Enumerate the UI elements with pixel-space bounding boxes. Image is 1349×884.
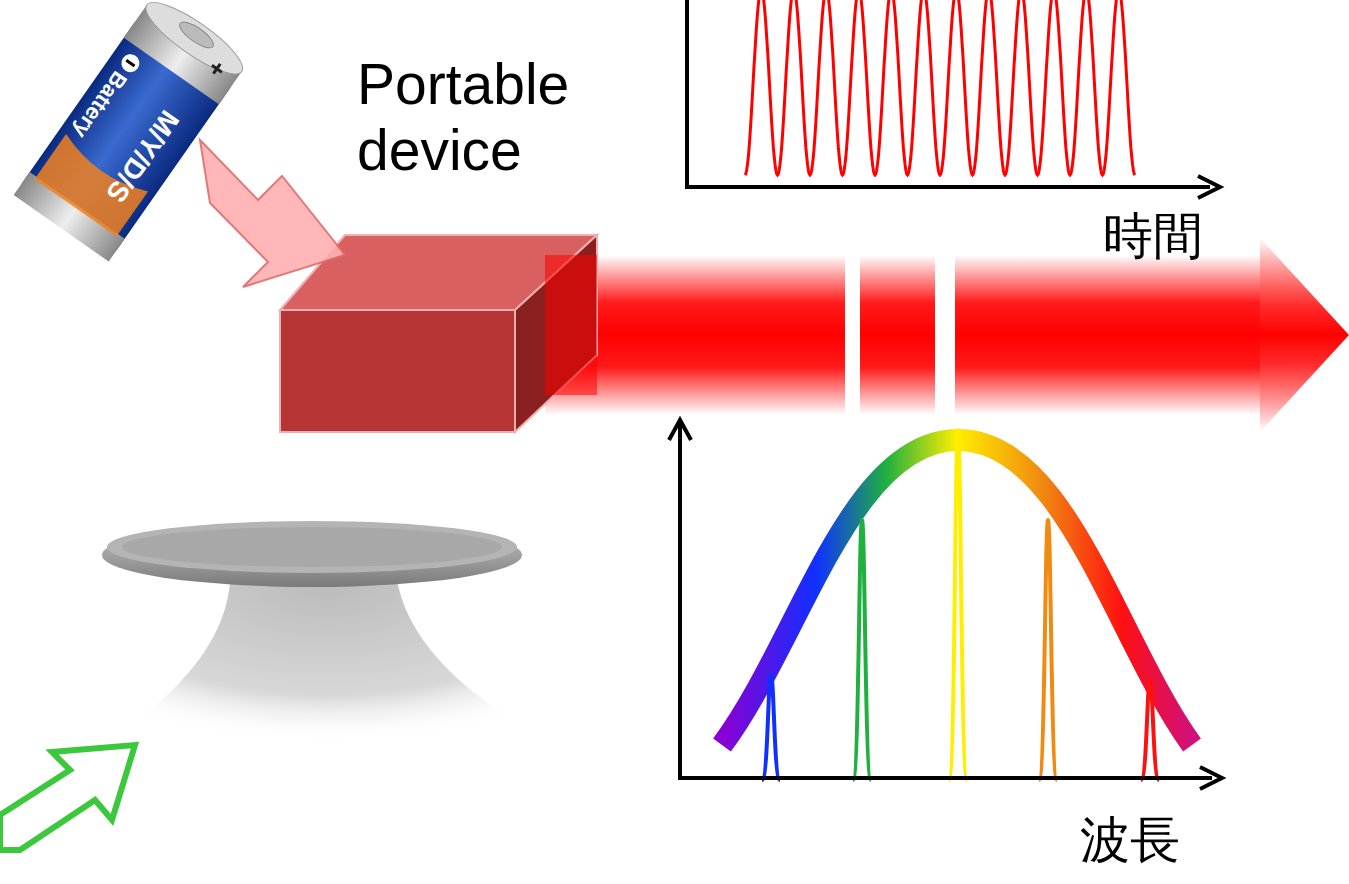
laser-beam xyxy=(545,238,1349,432)
axis xyxy=(678,422,682,780)
lasing-line xyxy=(853,520,871,780)
device-label: Portable device xyxy=(357,52,657,183)
axis xyxy=(678,776,1212,780)
axis-arrow xyxy=(1198,176,1220,198)
microdisk-resonator xyxy=(102,521,550,763)
lasing-line xyxy=(1141,680,1159,780)
battery xyxy=(14,0,251,262)
axis-arrow xyxy=(1200,767,1222,789)
pump-arrow xyxy=(0,745,135,850)
power-arrow xyxy=(200,140,345,287)
lasing-line xyxy=(1039,520,1057,780)
axis-label: 波長 xyxy=(1080,812,1180,870)
time-graph xyxy=(685,0,1220,198)
pulse-train xyxy=(745,0,1135,175)
spectrum-graph xyxy=(669,420,1222,789)
axis-arrow xyxy=(669,420,691,440)
axis-label: 時間 xyxy=(1103,208,1203,266)
device-box xyxy=(280,235,597,432)
axis xyxy=(685,185,1210,189)
lasing-line xyxy=(762,675,780,780)
axis xyxy=(685,0,689,187)
lasing-line xyxy=(949,430,967,780)
